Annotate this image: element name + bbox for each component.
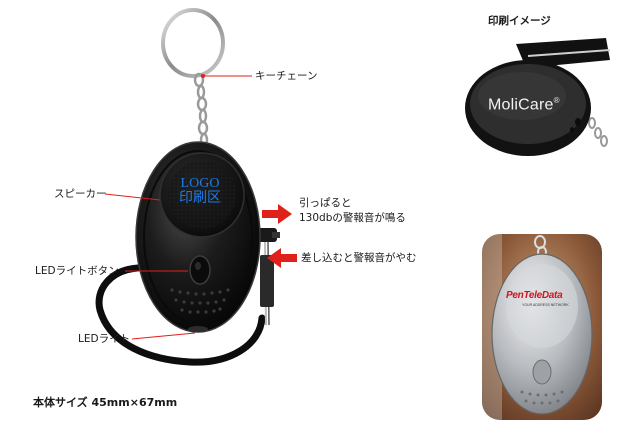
silver-sample-photo: PenTeleData YOUR ADDRESS NETWORK: [482, 234, 602, 420]
arrow-pull-icon: [262, 204, 292, 224]
led-light-label: LEDライト: [78, 333, 131, 345]
leader-led-light: [131, 332, 196, 340]
key-ring: [161, 8, 225, 78]
silver-sample-brand: PenTeleData: [506, 290, 563, 301]
pull-label-line-2: 130dbの警報音が鳴る: [299, 212, 406, 224]
silver-sample-subtext: YOUR ADDRESS NETWORK: [522, 303, 569, 307]
logo-line-2: 印刷区: [179, 191, 221, 206]
led-button: [189, 255, 211, 285]
speaker-label: スピーカー: [54, 188, 107, 200]
black-sample-brand-text: MoliCare: [488, 96, 554, 114]
black-sample-photo: MoliCare®: [456, 38, 610, 160]
insert-label: 差し込むと警報音がやむ: [301, 252, 417, 264]
size-label: 本体サイズ 45mm×67mm: [33, 396, 178, 409]
silver-sample-art: [482, 234, 602, 420]
pull-label-line-1: 引っぱると: [299, 197, 352, 209]
key-chain: [193, 72, 209, 148]
led-lens: [188, 326, 208, 332]
arrow-insert-icon: [267, 248, 297, 268]
wrist-strap: [95, 264, 266, 366]
registered-mark: ®: [553, 96, 560, 105]
print-image-label: 印刷イメージ: [488, 15, 551, 27]
led-button-label: LEDライトボタン: [35, 265, 119, 277]
keychain-label: キーチェーン: [255, 70, 318, 82]
bottom-vents: [170, 288, 230, 314]
logo-print-area: LOGO 印刷区: [168, 176, 232, 206]
black-sample-art: [465, 38, 610, 156]
logo-line-1: LOGO: [180, 176, 220, 191]
leader-speaker: [104, 193, 161, 201]
black-sample-brand: MoliCare®: [488, 96, 560, 114]
